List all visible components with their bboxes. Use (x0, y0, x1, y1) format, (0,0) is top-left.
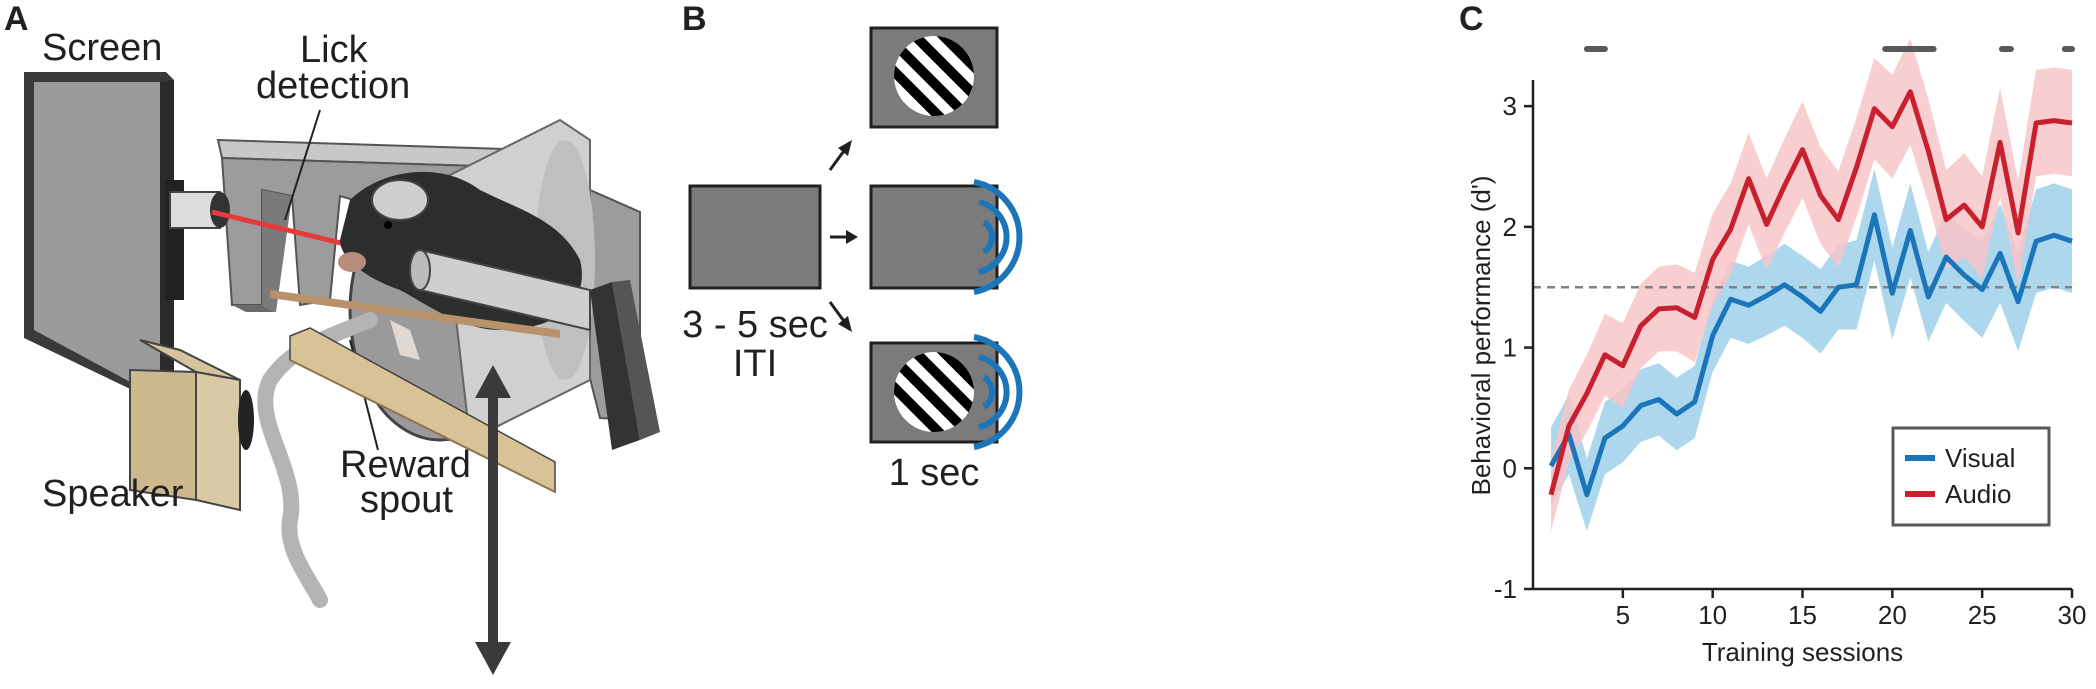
panel-b-letter: B (682, 0, 707, 38)
reward-label-line2: spout (360, 479, 453, 521)
legend-label-audio: Audio (1945, 479, 2012, 509)
audio-stimulus-screen (869, 179, 1023, 295)
y-tick-label: 3 (1503, 91, 1517, 121)
legend-label-visual: Visual (1945, 443, 2015, 473)
lick-label-line1: Lick (300, 29, 369, 71)
y-tick-label: 1 (1503, 333, 1517, 363)
iti-label: ITI (733, 343, 777, 385)
rod-right (409, 248, 660, 450)
arrow-to-audiovisual (828, 301, 852, 332)
y-axis-title: Behavioral performance (d') (1466, 176, 1496, 496)
sound-wave-icon (973, 179, 1023, 295)
x-tick-label: 15 (1788, 600, 1817, 630)
y-tick-label: 0 (1503, 453, 1517, 483)
legend-box (1891, 426, 2051, 527)
monitor-illustration (24, 72, 184, 410)
vertical-adjust-arrow (475, 365, 511, 675)
audiovisual-stimulus-screen (869, 334, 1023, 450)
speaker-illustration (129, 339, 254, 512)
panel-a-letter: A (4, 0, 29, 38)
series-line-audio (1548, 89, 2073, 496)
x-tick-label: 30 (2058, 600, 2087, 630)
iti-screen (688, 184, 822, 290)
iti-duration-label: 3 - 5 sec (682, 304, 828, 346)
arrow-to-audio (830, 230, 858, 244)
visual-stimulus-screen (869, 26, 999, 129)
screen-label: Screen (42, 27, 162, 69)
sound-wave-icon (973, 334, 1023, 450)
x-tick-label: 10 (1698, 600, 1727, 630)
x-axis-title: Training sessions (1702, 637, 1903, 667)
x-tick-label: 20 (1878, 600, 1907, 630)
series-band-visual (1551, 168, 2072, 532)
lick-label-line2: detection (256, 65, 410, 107)
arrow-to-visual (828, 140, 852, 171)
stimulus-duration-label: 1 sec (889, 452, 980, 494)
y-tick-label: 2 (1503, 212, 1517, 242)
series-band-audio (1551, 38, 2072, 532)
x-tick-label: 25 (1968, 600, 1997, 630)
lick-callout-line (284, 109, 321, 221)
panel-a: A (4, 0, 660, 675)
panel-c-letter: C (1459, 0, 1484, 38)
reward-label-line1: Reward (340, 444, 471, 486)
wooden-dowel (270, 290, 560, 338)
series-line-visual (1548, 212, 2073, 498)
y-tick-label: -1 (1494, 574, 1517, 604)
panel-b: B 3 - 5 sec ITI (682, 0, 1023, 494)
x-tick-label: 5 (1616, 600, 1630, 630)
rod-left (169, 191, 230, 229)
speaker-label: Speaker (42, 473, 184, 515)
